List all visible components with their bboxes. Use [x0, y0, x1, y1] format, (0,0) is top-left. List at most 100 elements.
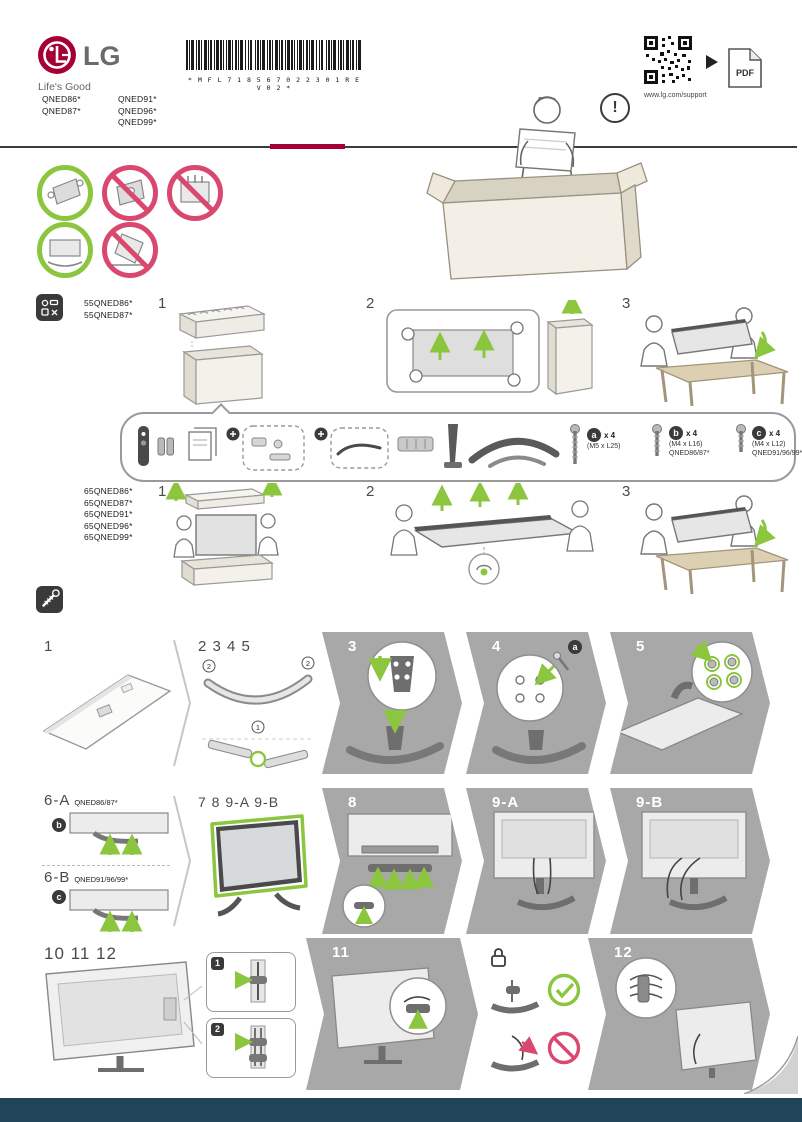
carry-ok-icon — [37, 165, 93, 221]
stand-step9b-panel: 9-B — [610, 788, 770, 934]
page-curl — [744, 1036, 798, 1094]
clip-incorrect-illustration — [490, 1035, 540, 1072]
screw-c-models: QNED91/96/99* — [752, 450, 802, 457]
stand-step789-panel: 7 8 9-A 9-B — [196, 788, 320, 934]
accessories-icon — [36, 294, 63, 321]
screw-assembly-icon — [36, 586, 63, 613]
cable-callout-1-drawing — [234, 959, 267, 1003]
prohibition-icon — [547, 1031, 581, 1065]
stand-base-part-icon — [468, 438, 560, 468]
lg-tagline: Life's Good — [38, 81, 91, 93]
unbox65-step3-number: 3 — [622, 483, 632, 500]
stand-step789-number: 7 8 9-A 9-B — [198, 794, 280, 810]
stand-step3-panel: 3 — [322, 632, 462, 774]
arrow-right-icon — [706, 55, 718, 69]
model-number: 65QNED87* — [84, 497, 133, 508]
screw-a-qty: x 4 — [604, 430, 616, 440]
pdf-label: PDF — [736, 68, 754, 78]
stand-step9b-number: 9-B — [636, 794, 664, 811]
header-divider-accent — [270, 144, 345, 149]
model-number: QNED86* — [42, 94, 81, 104]
cable-holder-part-icon — [397, 436, 434, 452]
stand-step1-number: 1 — [44, 638, 54, 655]
screw-b-models: QNED86/87* — [669, 450, 710, 457]
stand-step6b-illustration — [69, 889, 169, 932]
stand-step2345-illustration: 2 2 1 — [202, 656, 315, 769]
remote-and-batteries-icon — [138, 426, 174, 466]
footer-bar — [0, 1098, 802, 1122]
pdf-icon: PDF — [728, 48, 766, 90]
part-screw-b: b x 4 (M4 x L16) QNED86/87* — [650, 424, 728, 462]
stand-step5-number: 5 — [636, 638, 646, 655]
lg-logo: LG Life's Good — [36, 34, 176, 94]
stand-step101112-panel: 10 11 12 1 2 — [36, 938, 302, 1090]
screw-c-icon — [736, 424, 746, 452]
model-number: QNED96* — [118, 105, 157, 116]
stand-step4-illustration — [466, 632, 606, 774]
lg-logo-mark: LG — [38, 36, 121, 74]
stand-step6b-screw-badge: c — [52, 890, 66, 904]
no-corner-impact-icon — [102, 222, 158, 278]
stand-step2345-panel: 2 3 4 5 2 2 1 — [196, 632, 320, 774]
stand-step8-number: 8 — [348, 794, 358, 811]
unboxing-drawing — [426, 96, 648, 280]
clip-correct-illustration — [490, 980, 540, 1014]
callout-1-center: 1 — [256, 723, 260, 732]
stand-step9a-panel: 9-A — [466, 788, 606, 934]
lock-icon — [491, 948, 506, 967]
callout-2-left: 2 — [207, 662, 211, 671]
stand-step8-panel: 8 — [322, 788, 462, 934]
model-number: 65QNED91* — [84, 509, 133, 519]
stand-step6-panel: 6-A QNED86/87* b 6-B QNED91/96/99* c — [36, 788, 176, 934]
unbox65-step2-illustration — [390, 483, 594, 585]
cable-callout-2: 2 — [206, 1018, 296, 1078]
no-press-screen-icon — [167, 165, 223, 221]
stand-step8-illustration — [322, 788, 462, 934]
model-number: 55QNED86* — [84, 298, 133, 308]
panel-divider-chevron — [173, 639, 192, 767]
stand-step6b-number: 6-B — [44, 869, 71, 886]
manual-icon — [188, 427, 217, 461]
model-list-col2: QNED91* QNED96* QNED99* — [118, 94, 157, 129]
stand-step5-panel: 5 — [610, 632, 770, 774]
stand-step11-caution — [484, 944, 584, 1090]
screw-c-badge: c — [752, 426, 766, 440]
unbox65-step1-number: 1 — [158, 483, 168, 500]
callout-2-right: 2 — [306, 659, 310, 668]
stand-step1-illustration — [42, 674, 172, 750]
stand-step4-number: 4 — [492, 638, 502, 655]
stand-step10-illustration — [45, 961, 203, 1072]
model-number: 65QNED96* — [84, 520, 133, 531]
stand-step6a-illustration — [69, 812, 169, 855]
model-number: 55QNED87* — [84, 309, 133, 320]
panel-divider-chevron-2 — [173, 795, 192, 927]
stand-step12-number: 12 — [614, 944, 633, 961]
screw-b-qty: x 4 — [686, 428, 698, 438]
stand-step12-illustration — [588, 938, 770, 1090]
unbox55-step2-number: 2 — [366, 295, 376, 312]
unbox65-step2-number: 2 — [366, 483, 376, 500]
stand-step101112-number: 10 11 12 — [44, 944, 117, 963]
screw-b-spec: (M4 x L16) — [669, 441, 703, 448]
barcode-text: * M F L 7 1 8 5 6 7 0 2 2 3 0 1 R E V 0 … — [188, 76, 360, 92]
unboxing-illustration: ! — [425, 85, 670, 290]
screw-a-badge: a — [587, 428, 601, 442]
screw-b-icon — [652, 424, 662, 456]
no-grab-screen-icon — [102, 165, 158, 221]
screw-a-icon — [570, 424, 580, 464]
stand-step11-panel: 11 — [306, 938, 478, 1090]
stand-step9a-illustration — [466, 788, 606, 934]
lg-brand-text: LG — [83, 41, 121, 71]
model-number: QNED91* — [118, 94, 157, 104]
accessory-bag-1-icon — [226, 425, 305, 471]
stand-step9b-illustration — [610, 788, 770, 934]
stand-step5-illustration — [610, 632, 770, 774]
stand-step4-panel: 4 a — [466, 632, 606, 774]
stand-step2345-number: 2 3 4 5 — [198, 638, 251, 655]
support-url: www.lg.com/support — [644, 92, 707, 99]
header-divider — [0, 146, 797, 148]
stand-step6a-number: 6-A — [44, 792, 71, 809]
model-number: 65QNED99* — [84, 532, 133, 542]
unbox55-models: 55QNED86* 55QNED87* — [84, 298, 133, 321]
parts-list: a x 4 (M5 x L25) b x 4 (M4 x L16) QNED86… — [120, 403, 802, 482]
